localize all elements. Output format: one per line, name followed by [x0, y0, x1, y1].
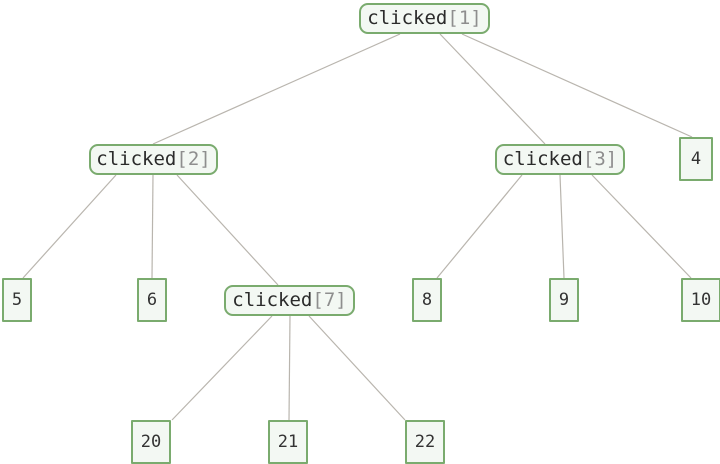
- tree-node-label: clicked[1]: [367, 9, 481, 28]
- tree-node-name-text: clicked: [96, 148, 177, 170]
- tree-edge-n2-n6: [151, 174, 154, 279]
- tree-edge-n3-n9: [559, 174, 565, 279]
- tree-node-index-text: [7]: [312, 289, 347, 311]
- tree-node-index-text: [2]: [176, 148, 211, 170]
- tree-node-n10[interactable]: 10: [681, 278, 720, 322]
- tree-node-n1[interactable]: clicked[1]: [359, 3, 490, 34]
- tree-node-name-text: clicked: [367, 7, 448, 29]
- tree-node-label: 4: [690, 148, 702, 169]
- tree-edge-n1-n4: [461, 33, 693, 138]
- tree-edge-n1-n2: [152, 33, 401, 145]
- tree-node-label: 21: [277, 431, 299, 452]
- tree-node-label: 6: [146, 289, 158, 310]
- tree-node-n9[interactable]: 9: [549, 278, 579, 322]
- tree-node-label: 8: [421, 289, 433, 310]
- tree-node-n4[interactable]: 4: [679, 137, 713, 181]
- tree-node-n20[interactable]: 20: [131, 420, 171, 464]
- tree-node-index-text: [1]: [447, 7, 482, 29]
- tree-node-n21[interactable]: 21: [268, 420, 308, 464]
- tree-edge-n2-n7: [176, 174, 279, 286]
- tree-node-n8[interactable]: 8: [412, 278, 442, 322]
- tree-edge-n7-n21: [288, 315, 291, 421]
- tree-node-label: 9: [558, 289, 570, 310]
- tree-node-label: 20: [140, 431, 162, 452]
- tree-node-label: 10: [690, 289, 712, 310]
- tree-edge-n1-n3: [439, 33, 546, 145]
- tree-node-name-text: clicked: [232, 289, 313, 311]
- tree-node-n5[interactable]: 5: [2, 278, 32, 322]
- tree-node-n7[interactable]: clicked[7]: [224, 285, 355, 316]
- tree-node-label: 5: [11, 289, 23, 310]
- tree-node-index-text: [3]: [582, 148, 618, 170]
- tree-node-n3[interactable]: clicked[3]: [495, 144, 625, 175]
- tree-node-n6[interactable]: 6: [137, 278, 167, 322]
- tree-edge-n7-n22: [308, 315, 406, 421]
- tree-node-label: 22: [414, 431, 436, 452]
- tree-node-name-text: clicked: [502, 148, 583, 170]
- tree-node-label: clicked[3]: [503, 150, 617, 169]
- tree-node-n2[interactable]: clicked[2]: [89, 144, 218, 175]
- tree-edge-n2-n5: [22, 174, 117, 279]
- tree-edge-n7-n20: [171, 315, 273, 421]
- tree-node-label: clicked[2]: [96, 150, 210, 169]
- tree-edge-n3-n8: [436, 174, 523, 279]
- tree-edge-n3-n10: [591, 174, 692, 279]
- tree-node-n22[interactable]: 22: [405, 420, 445, 464]
- tree-node-label: clicked[7]: [232, 291, 346, 310]
